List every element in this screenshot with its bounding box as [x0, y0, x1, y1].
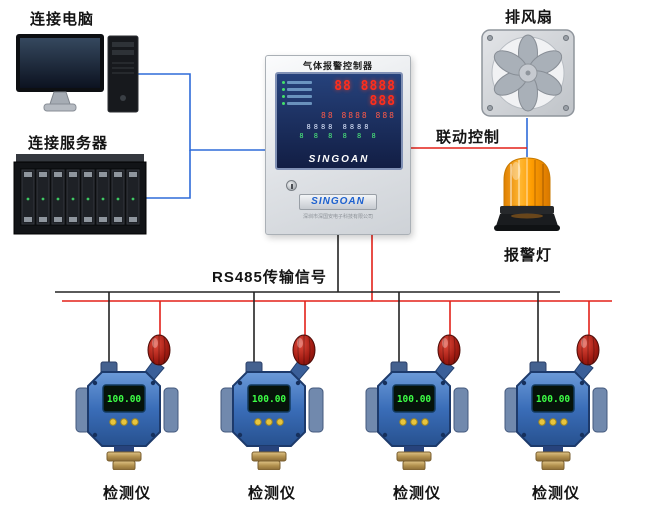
display-status-indicators — [282, 78, 312, 120]
display-green-row: 8 8 8 8 8 8 — [299, 131, 379, 140]
detector-button[interactable] — [410, 418, 418, 426]
key-lock[interactable] — [286, 180, 297, 191]
wire-computer-to-controller — [138, 73, 265, 151]
detector-reading: 100.00 — [397, 394, 432, 405]
detector-alarm-dome — [147, 334, 171, 366]
pc-screen — [20, 38, 100, 88]
controller-company-text: 深圳市深国安电子科技有限公司 — [302, 214, 373, 220]
detector-screen — [247, 384, 291, 413]
detector-button[interactable] — [399, 418, 407, 426]
display-white-row: 8888 8888 — [306, 122, 372, 131]
detector-screen — [392, 384, 436, 413]
detector-button[interactable] — [421, 418, 429, 426]
gas-detector: 100.00 — [220, 334, 324, 470]
wire-server-to-controller — [146, 150, 191, 199]
detector-alarm-dome — [437, 334, 461, 366]
server-blades — [21, 169, 140, 225]
label-detector-3: 检测仪 — [392, 485, 441, 502]
label-alarm-light: 报警灯 — [504, 247, 553, 264]
beacon-base — [496, 214, 558, 226]
beacon-collar — [500, 206, 554, 214]
gas-detector: 100.00 — [365, 334, 469, 470]
monitor-stand — [49, 91, 71, 105]
label-detector-1: 检测仪 — [102, 485, 151, 502]
gas-detector: 100.00 — [75, 334, 179, 470]
detector-button[interactable] — [560, 418, 568, 426]
detector-button[interactable] — [120, 418, 128, 426]
server-rack — [13, 154, 147, 235]
label-linkage-control: 联动控制 — [436, 129, 501, 146]
detector-screen — [102, 384, 146, 413]
detector-alarm-dome — [576, 334, 600, 366]
detector-reading: 100.00 — [107, 394, 142, 405]
display-main-digits: 88 8888 888 — [334, 79, 396, 109]
label-exhaust-fan: 排风扇 — [505, 9, 554, 26]
detector-screen — [531, 384, 575, 413]
label-detector-2: 检测仪 — [247, 485, 296, 502]
controller-nameplate: SINGOAN — [299, 194, 377, 210]
label-connect-server: 连接服务器 — [28, 135, 109, 152]
detector-button[interactable] — [276, 418, 284, 426]
controller-brand-display: SINGOAN — [308, 154, 370, 165]
label-detector-4: 检测仪 — [531, 485, 580, 502]
controller-display: 88 8888 888 88 8888 888 8888 8888 8 8 8 … — [275, 72, 403, 170]
label-connect-computer: 连接电脑 — [30, 11, 95, 28]
detector-button[interactable] — [131, 418, 139, 426]
controller-title: 气体报警控制器 — [302, 61, 373, 71]
detector-button[interactable] — [538, 418, 546, 426]
detector-button[interactable] — [265, 418, 273, 426]
computer-workstation — [16, 34, 139, 113]
label-rs485-signal: RS485传输信号 — [212, 269, 327, 286]
exhaust-fan — [481, 29, 575, 117]
fan-blades — [493, 34, 563, 112]
display-sub-digits: 88 8888 888 — [321, 110, 396, 120]
detector-reading: 100.00 — [252, 394, 287, 405]
detector-button[interactable] — [549, 418, 557, 426]
alarm-beacon — [494, 157, 560, 231]
detector-alarm-dome — [292, 334, 316, 366]
detector-reading: 100.00 — [536, 394, 571, 405]
gas-alarm-controller: 气体报警控制器 88 8888 888 88 8888 888 8888 888… — [265, 55, 411, 235]
detector-button[interactable] — [109, 418, 117, 426]
gas-detector: 100.00 — [504, 334, 608, 470]
beacon-dome — [503, 157, 551, 207]
detector-button[interactable] — [254, 418, 262, 426]
